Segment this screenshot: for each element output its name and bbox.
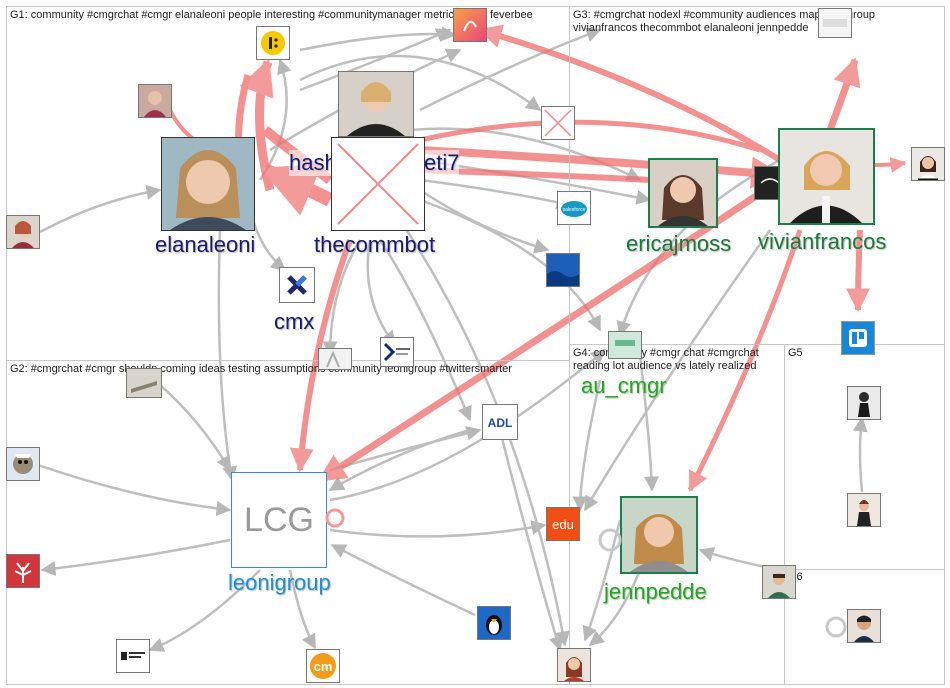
map-logo-icon: [819, 9, 851, 37]
elanaleoni-node[interactable]: [161, 137, 255, 231]
avatar-node-g3-right[interactable]: [911, 147, 945, 181]
learning-policy-logo-icon: [117, 640, 149, 672]
trello-node[interactable]: [841, 321, 875, 355]
blue-wave-node[interactable]: [546, 253, 580, 287]
gradient-app-node[interactable]: [453, 8, 487, 42]
person-avatar-icon: [7, 216, 39, 248]
adl-logo-text: ADL: [488, 416, 513, 430]
person-avatar-icon: [622, 498, 696, 572]
group-g5-box: [784, 344, 945, 570]
broken-image-node-g1[interactable]: [541, 106, 575, 140]
person-avatar-icon: [848, 494, 880, 526]
feverbee-node[interactable]: [256, 26, 290, 60]
vivianfrancos-node[interactable]: [778, 128, 875, 225]
group-g5-label: G5: [788, 347, 803, 360]
cm-logo-icon: cm: [307, 650, 339, 682]
vivianfrancos-label: vivianfrancos: [758, 229, 886, 255]
avatar-node-g5-top[interactable]: [847, 386, 881, 420]
leonigroup-node[interactable]: LCG: [231, 472, 327, 568]
edu-logo-icon: edu: [547, 508, 579, 540]
feverbee-icon: [257, 27, 289, 59]
broken-image-icon: [332, 138, 424, 230]
au-cmgr-node[interactable]: [608, 331, 642, 359]
lcg-logo-icon: LCG: [232, 473, 326, 567]
cmx-node[interactable]: [279, 267, 315, 303]
au-cmgr-logo-icon: [609, 332, 641, 358]
adl-logo-icon: ADL: [483, 405, 517, 439]
avatar-node-g1-left[interactable]: [6, 215, 40, 249]
thecommbot-label: thecommbot: [314, 232, 435, 258]
avatar-node-g6[interactable]: [847, 609, 881, 643]
person-avatar-icon: [162, 138, 254, 230]
person-avatar-icon: [139, 85, 171, 117]
avatar-node-g2-cartoon[interactable]: [6, 447, 40, 481]
leonigroup-label: leonigroup: [228, 570, 331, 596]
broken-image-icon: [542, 107, 574, 139]
group-g2-label: G2: #cmgrchat #cmgr shouldn coming ideas…: [10, 363, 565, 376]
app-logo-icon: [454, 9, 486, 41]
generic-logo-icon: [319, 349, 351, 369]
salesforce-cloud-icon: salesforce: [558, 192, 590, 224]
tree-logo-node[interactable]: [6, 554, 40, 588]
person-avatar-icon: [650, 160, 716, 226]
avatar-node-g1-top-left[interactable]: [138, 84, 172, 118]
avatar-node-g4-right[interactable]: [762, 565, 796, 599]
hash-avatar-node[interactable]: [338, 71, 414, 137]
cmx-icon: [280, 268, 314, 302]
person-avatar-icon: [763, 566, 795, 598]
avatar-node-g5-bottom[interactable]: [847, 493, 881, 527]
au-cmgr-label: au_cmgr: [581, 373, 667, 399]
salesforce-node[interactable]: salesforce: [557, 191, 591, 225]
adl-node[interactable]: ADL: [482, 404, 518, 440]
edu-node[interactable]: edu: [546, 507, 580, 541]
elanaleoni-label: elanaleoni: [155, 232, 255, 258]
thecommbot-node[interactable]: [331, 137, 425, 231]
edu-logo-text: edu: [552, 517, 574, 532]
cm-logo-text: cm: [314, 659, 333, 674]
penguin-icon: [478, 607, 510, 639]
wave-logo-icon: [547, 254, 579, 286]
cmx-label: cmx: [274, 309, 314, 335]
ericajmoss-node[interactable]: [648, 158, 718, 228]
group-g4-label: G4: community #cmgr chat #cmgrchat readi…: [573, 347, 778, 373]
g3-top-node[interactable]: [818, 8, 852, 38]
ericajmoss-label: ericajmoss: [626, 231, 731, 257]
lcg-logo-text: LCG: [244, 501, 314, 539]
person-avatar-icon: [848, 610, 880, 642]
avatar-node-g4-bottom[interactable]: [557, 648, 591, 682]
salesforce-text: salesforce: [563, 207, 586, 213]
cm-logo-node[interactable]: cm: [306, 649, 340, 683]
book-node[interactable]: [126, 368, 162, 398]
person-avatar-icon: [339, 72, 413, 136]
trello-icon: [842, 322, 874, 354]
person-avatar-icon: [848, 387, 880, 419]
penguin-node[interactable]: [477, 606, 511, 640]
jennpedde-label: jennpedde: [604, 579, 707, 605]
hash-label: hash: [289, 150, 337, 176]
person-avatar-icon: [912, 148, 944, 180]
g1-small-node[interactable]: [318, 348, 352, 370]
learning-policy-node[interactable]: [116, 639, 150, 673]
thecommunityroundtable-node[interactable]: [380, 337, 414, 367]
tree-logo-icon: [7, 555, 39, 587]
person-avatar-icon: [558, 649, 590, 681]
jennpedde-node[interactable]: [620, 496, 698, 574]
community-logo-icon: [381, 338, 413, 366]
cartoon-avatar-icon: [7, 448, 39, 480]
person-avatar-icon: [780, 130, 873, 223]
book-icon: [127, 369, 161, 397]
eti7-label: eti7: [424, 150, 459, 176]
